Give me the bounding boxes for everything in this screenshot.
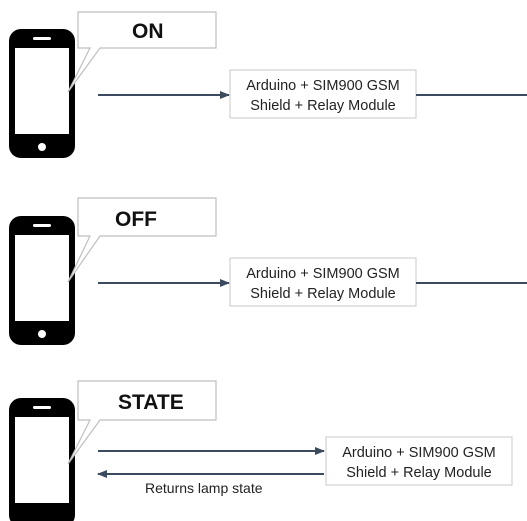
- speech-bubble: OFF: [67, 197, 217, 283]
- module-box: Arduino + SIM900 GSM Shield + Relay Modu…: [325, 436, 513, 486]
- smartphone-icon: [9, 216, 75, 345]
- row-state: STATE Returns lamp state Arduino + SIM90…: [9, 380, 513, 521]
- command-label: STATE: [118, 391, 184, 414]
- module-line-1: Arduino + SIM900 GSM: [246, 266, 400, 282]
- command-label: ON: [132, 20, 164, 43]
- module-box: Arduino + SIM900 GSM Shield + Relay Modu…: [229, 257, 417, 307]
- module-line-2: Shield + Relay Module: [250, 286, 396, 302]
- module-line-1: Arduino + SIM900 GSM: [246, 78, 400, 94]
- smartphone-icon: [9, 29, 75, 158]
- module-line-2: Shield + Relay Module: [346, 465, 492, 481]
- return-label: Returns lamp state: [145, 480, 263, 496]
- speech-bubble: STATE: [67, 380, 217, 465]
- row-on: ON Arduino + SIM900 GSM Shield + Relay M…: [9, 11, 527, 158]
- module-line-2: Shield + Relay Module: [250, 98, 396, 114]
- smartphone-icon: [9, 398, 75, 521]
- command-label: OFF: [115, 208, 157, 231]
- module-box: Arduino + SIM900 GSM Shield + Relay Modu…: [229, 69, 417, 119]
- module-line-1: Arduino + SIM900 GSM: [342, 445, 496, 461]
- speech-bubble: ON: [67, 11, 217, 93]
- row-off: OFF Arduino + SIM900 GSM Shield + Relay …: [9, 197, 527, 345]
